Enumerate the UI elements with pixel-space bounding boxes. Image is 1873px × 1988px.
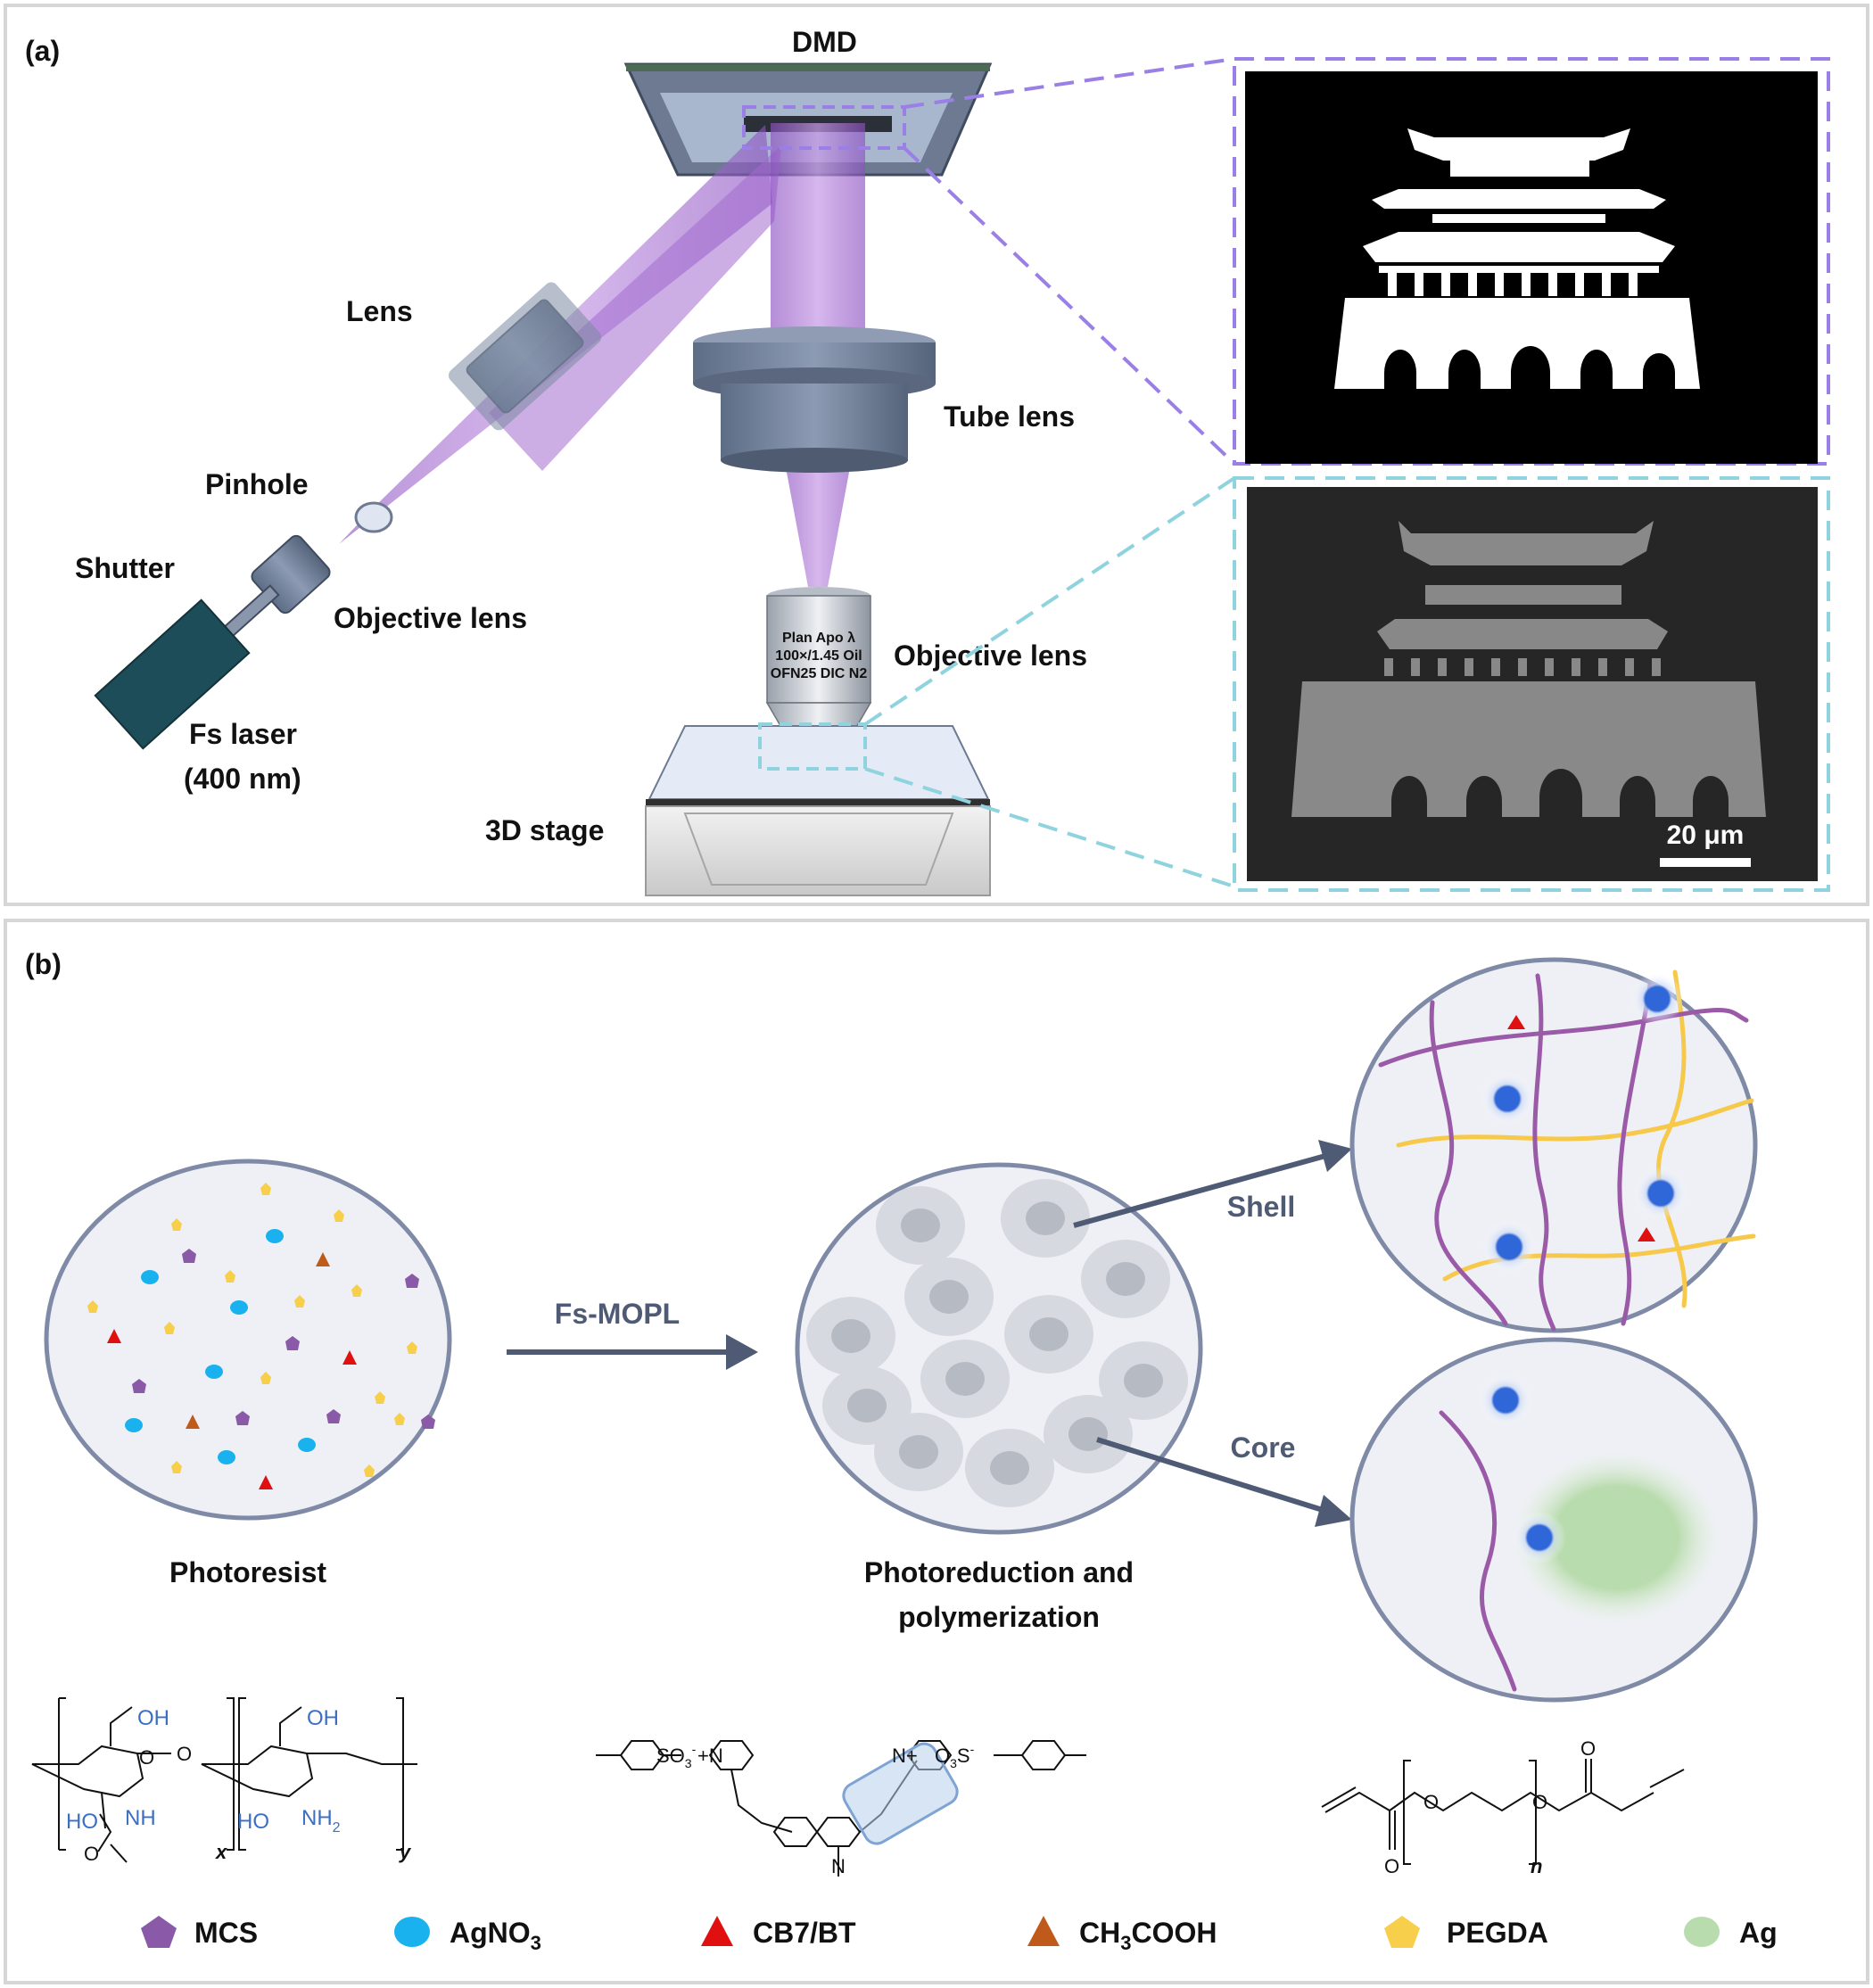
mcs-o-ring-1: O — [139, 1746, 154, 1769]
scale-bar — [1660, 858, 1751, 867]
panel-a-label: (a) — [25, 35, 60, 67]
objective-right-label: Objective lens — [894, 639, 1087, 672]
mask-pattern — [1334, 128, 1700, 389]
scale-bar-label: 20 μm — [1667, 821, 1745, 850]
bt-o3s-right: O3S- — [935, 1742, 975, 1770]
mcs-ho-1: HO — [66, 1810, 98, 1834]
legend-item-ch3cooh: CH3COOH — [1027, 1916, 1217, 1954]
panel-b: (b) — [4, 919, 1869, 1984]
mask-frame — [1233, 57, 1830, 466]
shell-arrow-head — [1318, 1140, 1352, 1172]
cucurbituril-cylinder — [842, 1742, 959, 1845]
lens — [448, 282, 602, 431]
legend-swatch-agno3 — [394, 1917, 430, 1947]
pegda-o-1: O — [1423, 1791, 1439, 1813]
photoresist-label: Photoresist — [169, 1556, 326, 1588]
beam-vertical — [771, 123, 865, 346]
panel-b-label: (b) — [25, 948, 62, 980]
core-arrow-line — [1096, 1437, 1326, 1514]
shell-arrow-line — [1073, 1153, 1326, 1228]
fs-mopl-arrow-head — [726, 1334, 758, 1370]
pinhole-label: Pinhole — [205, 468, 309, 500]
bt-npl-left: +N — [697, 1745, 723, 1767]
callout-line-4 — [864, 767, 1235, 888]
legend-swatch-mcs — [141, 1916, 177, 1948]
core-arrow-head — [1315, 1495, 1352, 1527]
legend-label-mcs: MCS — [194, 1917, 258, 1949]
photoresist-particles — [87, 1183, 435, 1489]
dmd-callout-box — [742, 105, 906, 150]
pegda-o-2: O — [1532, 1791, 1547, 1813]
fs-mopl-label: Fs-MOPL — [555, 1298, 680, 1330]
photoresist-circle — [44, 1159, 452, 1521]
fs-laser-wavelength: (400 nm) — [184, 763, 301, 795]
shell-circle — [1349, 957, 1758, 1333]
panel-a: (a) DMD Lens Tube lens Pinhole Objective… — [4, 4, 1869, 906]
mcs-o-carbonyl: O — [84, 1843, 99, 1865]
shutter-label: Shutter — [75, 552, 175, 584]
legend-item-agno3: AgNO3 — [394, 1917, 541, 1954]
pegda-structure — [1321, 1759, 1685, 1865]
mcs-oh-1: OH — [137, 1706, 169, 1730]
legend-swatch-ch3cooh — [1027, 1916, 1060, 1946]
legend-swatch-cb7bt — [701, 1916, 733, 1946]
legend-label-ch3cooh: CH3COOH — [1079, 1917, 1217, 1954]
photoreduction-label-2: polymerization — [898, 1601, 1100, 1633]
callout-line-3 — [863, 476, 1236, 726]
objective-text-1: Plan Apo λ — [782, 631, 855, 646]
fs-laser-label: Fs laser — [189, 718, 297, 750]
beam-wide — [489, 145, 781, 471]
shell-label: Shell — [1227, 1191, 1295, 1223]
objective-text-3: OFN25 DIC N2 — [771, 666, 868, 681]
callout-line-2 — [903, 146, 1236, 466]
pegda-n: n — [1531, 1855, 1542, 1877]
cb7-bt-structure — [596, 1740, 1086, 1877]
tube-lens — [693, 326, 936, 473]
photoreduction-label-1: Photoreduction and — [864, 1556, 1134, 1588]
objective-left-label: Objective lens — [334, 602, 527, 634]
setup-diagram: (a) DMD Lens Tube lens Pinhole Objective… — [25, 26, 1830, 896]
legend-item-ag: Ag — [1684, 1917, 1778, 1949]
mcs-nh: NH — [125, 1806, 156, 1830]
objective-text-2: 100×/1.45 Oil — [775, 648, 862, 664]
mcs-ho-2: HO — [237, 1810, 269, 1834]
pegda-o-3: O — [1384, 1855, 1399, 1877]
legend-label-ag: Ag — [1739, 1917, 1778, 1949]
mcs-y: y — [399, 1841, 412, 1863]
pinhole — [354, 501, 393, 533]
bt-npl-right: N+ — [892, 1745, 918, 1767]
stage — [645, 725, 991, 896]
stage-label: 3D stage — [485, 814, 604, 846]
mcs-o-link: O — [177, 1743, 192, 1765]
legend: MCS AgNO3 CB7/BT CH3COOH PEGDA Ag — [141, 1916, 1778, 1954]
core-label: Core — [1231, 1431, 1296, 1464]
beam-focus — [783, 453, 853, 587]
pegda-o-4: O — [1580, 1737, 1596, 1760]
dmd-label: DMD — [792, 26, 857, 58]
core-circle — [1349, 1337, 1758, 1703]
tube-lens-label: Tube lens — [944, 400, 1075, 433]
mcs-nh2: NH2 — [301, 1806, 341, 1835]
legend-swatch-pegda — [1384, 1916, 1420, 1948]
legend-label-agno3: AgNO3 — [450, 1917, 541, 1954]
legend-swatch-ag — [1684, 1917, 1720, 1947]
bt-so3-left: SO3- — [656, 1742, 697, 1770]
mcs-oh-2: OH — [307, 1706, 339, 1730]
callout-line-1 — [903, 57, 1235, 109]
mcs-x: x — [215, 1841, 227, 1863]
sem-pattern — [1291, 521, 1766, 817]
mcs-structure — [31, 1697, 417, 1863]
legend-item-pegda: PEGDA — [1384, 1916, 1548, 1949]
legend-label-pegda: PEGDA — [1447, 1917, 1548, 1949]
sem-frame — [1233, 476, 1830, 892]
sample-callout-box — [758, 722, 867, 771]
legend-label-cb7bt: CB7/BT — [753, 1917, 856, 1949]
lens-label: Lens — [346, 295, 413, 327]
photoreduction-circle — [795, 1162, 1203, 1535]
fs-laser — [94, 598, 251, 750]
legend-item-mcs: MCS — [141, 1916, 258, 1949]
bt-n-methyl: N — [831, 1855, 846, 1877]
process-diagram: (b) — [25, 948, 1778, 1954]
legend-item-cb7bt: CB7/BT — [701, 1916, 856, 1949]
